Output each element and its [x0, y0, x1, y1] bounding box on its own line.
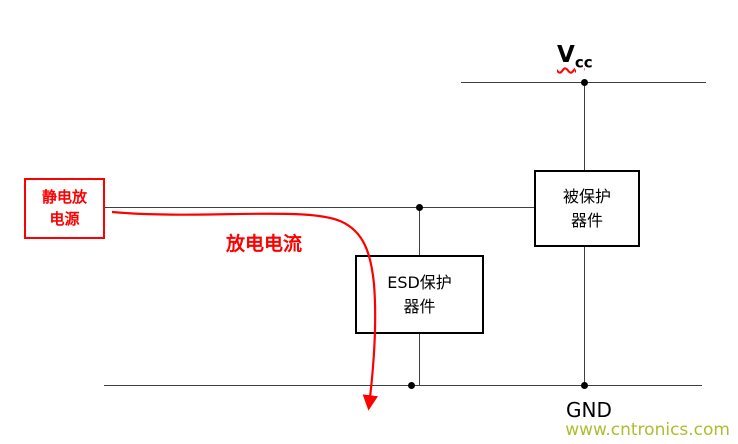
- wire-protected-device-to-gnd: [584, 243, 585, 386]
- discharge-current-label: 放电电流: [226, 233, 303, 255]
- esd-source-label-line1: 静电放: [41, 187, 87, 206]
- junction-dot-gnd-esd: [408, 382, 415, 389]
- vcc-label: Vcc: [557, 42, 593, 72]
- vcc-label-subscript: cc: [574, 53, 593, 72]
- wire-vcc-to-protected-device: [584, 82, 585, 171]
- gnd-rail-line: [104, 385, 702, 386]
- protected-device-box: 被保护 器件: [534, 170, 640, 247]
- junction-dot-vcc: [581, 79, 588, 86]
- protected-device-label-line2: 器件: [570, 210, 603, 230]
- protected-device-label-line1: 被保护: [562, 187, 611, 207]
- esd-protector-label-line2: 器件: [403, 296, 436, 316]
- gnd-label: GND: [566, 398, 612, 422]
- junction-dot-main-wire: [416, 204, 423, 211]
- vcc-label-base: V: [557, 42, 575, 68]
- wire-esd-protector-to-gnd: [419, 330, 420, 386]
- esd-protector-label-line1: ESD保护: [387, 273, 452, 293]
- wire-source-to-protected-device: [101, 207, 535, 208]
- junction-dot-gnd-device: [581, 382, 588, 389]
- watermark-text: www.cntronics.com: [565, 420, 730, 440]
- esd-protector-box: ESD保护 器件: [355, 255, 484, 334]
- esd-source-box: 静电放 电源: [24, 178, 105, 239]
- esd-source-label-line2: 电源: [49, 209, 80, 228]
- wire-junction-to-esd-protector: [419, 207, 420, 256]
